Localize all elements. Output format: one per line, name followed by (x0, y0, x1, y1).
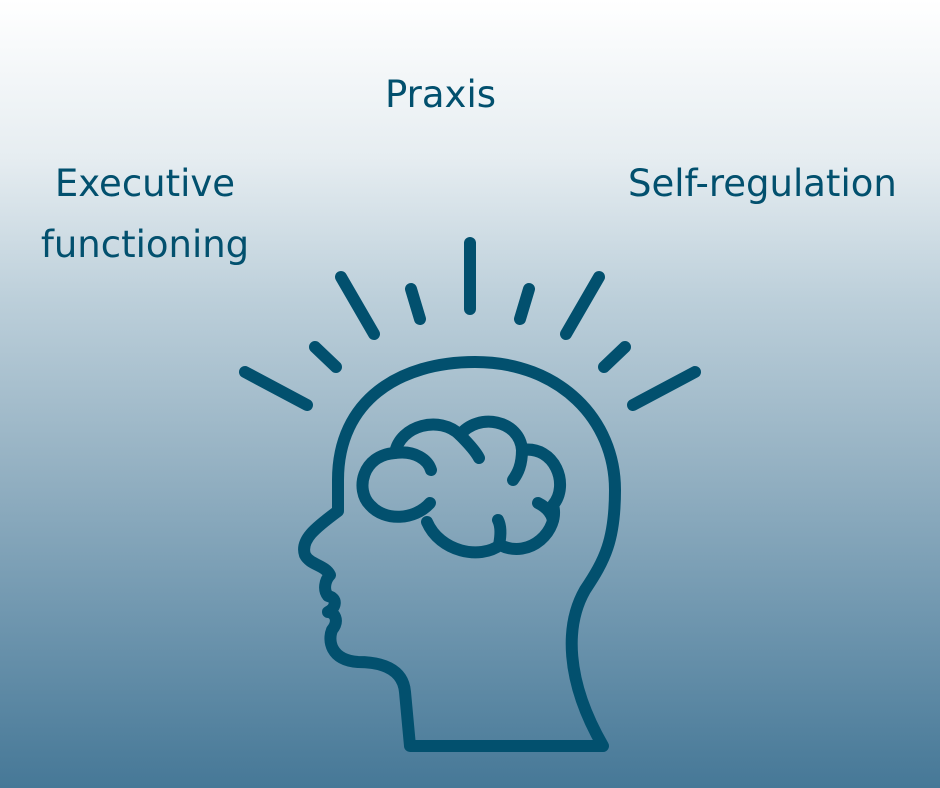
label-executive-line2: functioning (40, 223, 250, 266)
head-outline-icon (298, 356, 621, 752)
radiating-rays-icon (239, 237, 701, 411)
label-self-regulation: Self-regulation (628, 162, 897, 205)
brain-icon (356, 415, 567, 559)
label-executive-line1: Executive (54, 162, 236, 205)
label-executive-functioning: Executive functioning (30, 165, 260, 263)
label-praxis: Praxis (385, 73, 496, 116)
